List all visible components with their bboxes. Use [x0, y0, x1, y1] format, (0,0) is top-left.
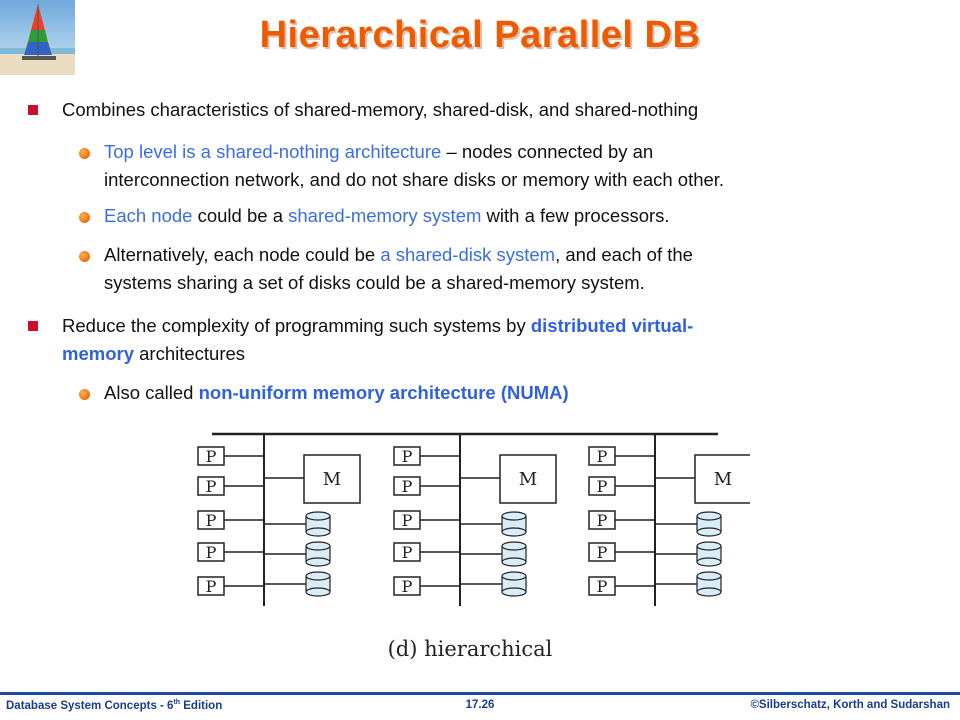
sailboat-logo-icon: [0, 0, 75, 75]
disk-top: [696, 571, 722, 581]
disk-bottom: [501, 557, 527, 567]
round-bullet-icon: [79, 251, 90, 262]
disk-top: [305, 571, 331, 581]
disk-bottom: [305, 527, 331, 537]
processor-label: P: [206, 543, 217, 562]
sub-bullet-text: Also called non-uniform memory architect…: [104, 382, 569, 403]
processor-label: P: [206, 477, 217, 496]
disk-bottom: [696, 557, 722, 567]
processor-label: P: [597, 447, 608, 466]
slide-title: Hierarchical Parallel DB: [259, 14, 701, 56]
processor-label: P: [597, 577, 608, 596]
disk-bottom: [305, 557, 331, 567]
bullet-text: Reduce the complexity of programming suc…: [62, 315, 694, 364]
footer-divider: [0, 692, 960, 695]
disk-top: [501, 511, 527, 521]
processor-label: P: [597, 511, 608, 530]
round-bullet-icon: [79, 148, 90, 159]
disk-bottom: [305, 587, 331, 597]
memory-label: M: [714, 469, 732, 490]
square-bullet-icon: [28, 321, 38, 331]
disk-top: [501, 571, 527, 581]
disk-bottom: [696, 587, 722, 597]
disk-top: [305, 511, 331, 521]
processor-label: P: [206, 577, 217, 596]
disk-bottom: [501, 527, 527, 537]
diagram-caption: (d) hierarchical: [388, 637, 553, 661]
disk-top: [696, 511, 722, 521]
memory-box: [499, 454, 557, 504]
sub-bullet-text: Alternatively, each node could be a shar…: [104, 244, 693, 293]
processor-label: P: [206, 511, 217, 530]
disk-top: [305, 541, 331, 551]
processor-label: P: [402, 543, 413, 562]
processor-label: P: [597, 477, 608, 496]
bullet-text: Combines characteristics of shared-memor…: [62, 99, 699, 120]
round-bullet-icon: [79, 212, 90, 223]
processor-label: P: [402, 447, 413, 466]
memory-box: [694, 454, 750, 504]
processor-label: P: [597, 543, 608, 562]
footer-copyright: ©Silberschatz, Korth and Sudarshan: [750, 699, 950, 711]
disk-bottom: [696, 527, 722, 537]
disk-top: [501, 541, 527, 551]
memory-label: M: [519, 469, 537, 490]
disk-top: [696, 541, 722, 551]
sub-bullet-text: Each node could be a shared-memory syste…: [104, 205, 670, 226]
processor-label: P: [402, 477, 413, 496]
square-bullet-icon: [28, 105, 38, 115]
round-bullet-icon: [79, 389, 90, 400]
disk-bottom: [501, 587, 527, 597]
processor-label: P: [402, 577, 413, 596]
memory-box: [303, 454, 361, 504]
footer-course-label: Database System Concepts - 6th Edition: [6, 699, 223, 712]
footer-page-number: 17.26: [465, 699, 495, 711]
sub-bullet-text: Top level is a shared-nothing architectu…: [104, 141, 725, 190]
processor-label: P: [206, 447, 217, 466]
memory-label: M: [323, 469, 341, 490]
processor-label: P: [402, 511, 413, 530]
